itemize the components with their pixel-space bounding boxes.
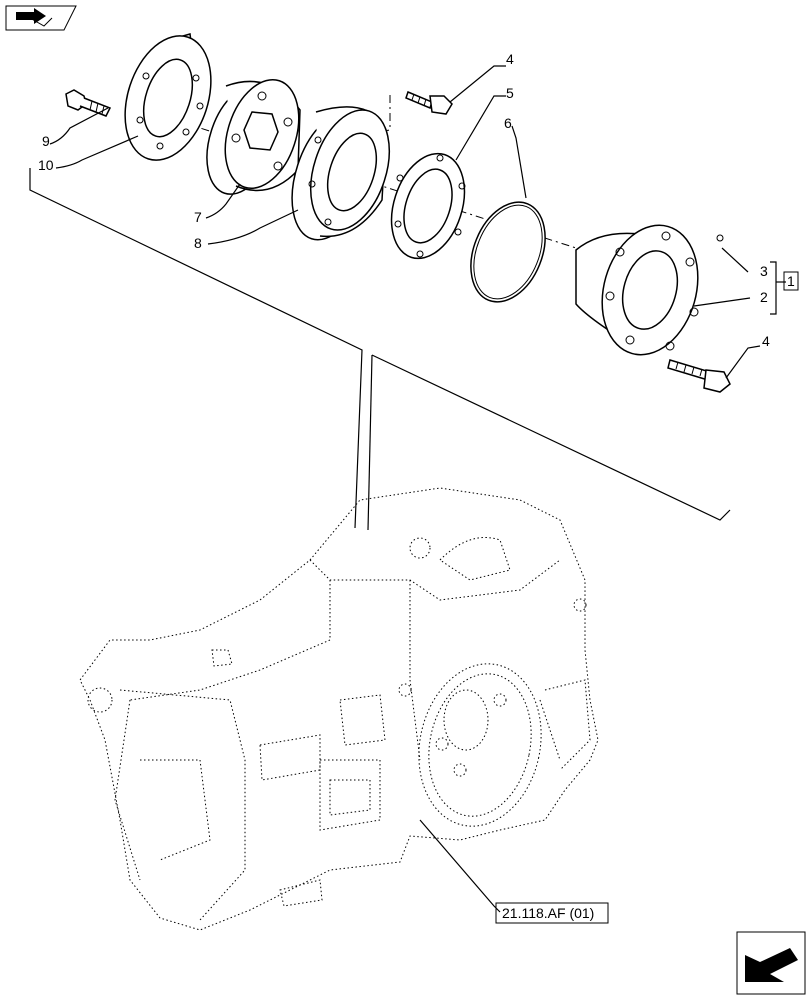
- callout-6: 6: [504, 115, 512, 131]
- callout-10: 10: [38, 157, 54, 173]
- transmission-housing: [79, 487, 599, 931]
- bolt-part-4-upper: [405, 90, 453, 115]
- callout-1: 1: [787, 273, 795, 289]
- reference-label-box[interactable]: 21.118.AF (01): [495, 902, 609, 924]
- callout-8: 8: [194, 235, 202, 251]
- callout-4-upper: 4: [506, 51, 514, 67]
- explode-leader-lines: [29, 168, 731, 531]
- callout-7: 7: [194, 209, 202, 225]
- reference-label[interactable]: 21.118.AF (01): [502, 905, 594, 921]
- callout-9: 9: [42, 133, 50, 149]
- callout-3: 3: [760, 263, 768, 279]
- callout-1-box: 1: [783, 271, 799, 291]
- callout-2: 2: [760, 289, 768, 305]
- book-arrow-icon[interactable]: [5, 5, 77, 31]
- flange-housing-part-8: [291, 106, 390, 241]
- gasket-part-5: [390, 152, 466, 260]
- o-ring-part-6: [470, 201, 546, 303]
- next-page-arrow-icon[interactable]: [736, 931, 806, 995]
- callout-4-lower: 4: [762, 333, 770, 349]
- bolt-part-4-lower: [667, 359, 731, 393]
- hub-part-7: [206, 78, 301, 195]
- plug-part-3: [716, 234, 724, 242]
- callout-5: 5: [506, 85, 514, 101]
- shim-plate-part-10: [124, 33, 212, 161]
- cone-housing-part-2: [575, 224, 699, 356]
- center-axis: [149, 111, 621, 263]
- bolt-part-9: [65, 89, 112, 117]
